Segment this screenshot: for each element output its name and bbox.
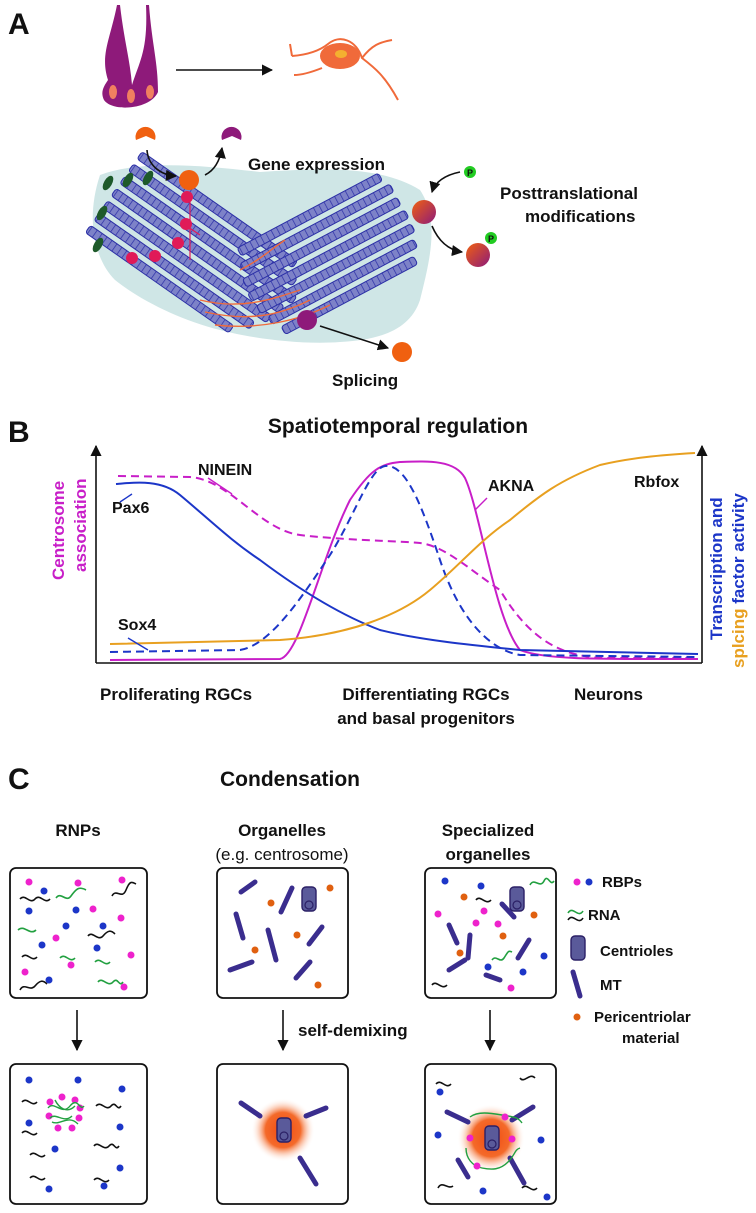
actin-fibers	[199, 239, 331, 327]
factor-orange-top	[135, 126, 156, 140]
legend-rbp-magenta-swatch	[573, 878, 581, 886]
curve-ninein	[117, 475, 698, 659]
akna-leader	[474, 497, 488, 511]
legend-rna-swatch	[567, 909, 584, 915]
panel-a-letter: A	[8, 8, 30, 41]
label-akna: AKNA	[488, 478, 535, 495]
gene-expression-label: Gene expression	[248, 155, 385, 174]
factor-orange-bound	[179, 170, 199, 190]
splicing-arrow	[319, 325, 390, 351]
curve-akna	[109, 460, 699, 661]
release-arrow	[204, 146, 226, 176]
phospho-label-top: P	[467, 168, 473, 178]
panel-c: C Condensation RNPs Organelles (e.g. cen…	[8, 763, 691, 1205]
label-rbfox: Rbfox	[634, 474, 679, 491]
right-axis-label-2: splcing factor activity	[729, 493, 748, 668]
box-specialized-before	[424, 867, 557, 999]
panel-b: B Spatiotemporal regulation Centrosome a…	[8, 415, 748, 728]
splicing-label: Splicing	[332, 371, 398, 390]
right-axis-label-1: Transcription and	[707, 497, 726, 640]
splicing-factor-released	[392, 342, 412, 362]
curve-sox4	[109, 464, 699, 658]
box-organelles-after	[216, 1063, 349, 1205]
legend-mt: MT	[600, 977, 622, 994]
right-axis-label-factor-activity: factor activity	[729, 493, 748, 609]
ptm-factor-bound	[412, 200, 436, 224]
pax6-leader	[119, 493, 133, 503]
ptm-in-arrow	[429, 171, 461, 194]
legend-rbps: RBPs	[602, 874, 642, 891]
legend-mt-swatch	[570, 969, 583, 999]
gene-expression-curve-arrow	[146, 149, 178, 181]
splicing-factor-bound	[297, 310, 317, 330]
legend-pcm-2: material	[622, 1030, 680, 1047]
stage-neurons: Neurons	[574, 685, 643, 704]
left-axis-label-1: Centrosome	[49, 481, 68, 580]
panel-b-letter: B	[8, 416, 30, 449]
panel-c-title: Condensation	[220, 768, 360, 791]
neuron-illustration	[289, 38, 399, 101]
microtubule-bundle-right	[237, 173, 418, 335]
phospho-p-top	[464, 166, 476, 178]
sox4-leader	[127, 637, 149, 651]
left-axis-label-2: association	[71, 478, 90, 572]
col-rnps-heading: RNPs	[55, 821, 100, 840]
label-pax6: Pax6	[112, 500, 149, 517]
phospho-label-bottom: P	[488, 234, 494, 244]
legend-rna-swatch-black	[567, 916, 584, 922]
ptm-factor-released	[466, 243, 490, 267]
col-organelles-heading: Organelles	[238, 821, 326, 840]
posttranslational-label: Posttranslational	[500, 184, 638, 203]
legend-rna: RNA	[588, 907, 621, 924]
legend-centrioles: Centrioles	[600, 943, 673, 960]
factor-purple-released	[221, 126, 242, 140]
box-rnps-before	[9, 867, 148, 999]
modifications-label: modifications	[525, 207, 636, 226]
curve-pax6	[115, 481, 699, 655]
col-organelles-subheading: (e.g. centrosome)	[215, 845, 348, 864]
legend-pcm-1: Pericentriolar	[594, 1009, 691, 1026]
panel-a: A	[8, 5, 638, 390]
ptm-out-arrow	[431, 225, 464, 257]
ninein-leader	[207, 477, 233, 495]
legend-pcm-swatch	[573, 1013, 581, 1021]
self-demixing-label: self-demixing	[298, 1021, 408, 1040]
label-sox4: Sox4	[118, 617, 156, 634]
panel-c-letter: C	[8, 763, 30, 796]
col-specialized-heading-2: organelles	[445, 845, 530, 864]
legend-rbp-blue-swatch	[585, 878, 593, 886]
legend: RBPs RNA Centrioles MT Pericentriolar ma…	[567, 874, 691, 1047]
panel-b-title: Spatiotemporal regulation	[268, 415, 528, 438]
legend-centriole-swatch	[570, 935, 586, 961]
box-rnps-after	[9, 1063, 148, 1205]
stage-differentiating-2: and basal progenitors	[337, 709, 515, 728]
box-organelles-before	[216, 867, 349, 999]
rgc-cells-illustration	[102, 5, 158, 108]
stage-proliferating: Proliferating RGCs	[100, 685, 252, 704]
stage-differentiating-1: Differentiating RGCs	[342, 685, 509, 704]
label-ninein: NINEIN	[198, 462, 252, 479]
col-specialized-heading-1: Specialized	[442, 821, 535, 840]
phospho-p-bottom	[485, 232, 497, 244]
right-axis-label-splcing: splcing	[729, 608, 748, 668]
box-specialized-after	[424, 1063, 557, 1205]
curve-rbfox	[109, 452, 696, 645]
